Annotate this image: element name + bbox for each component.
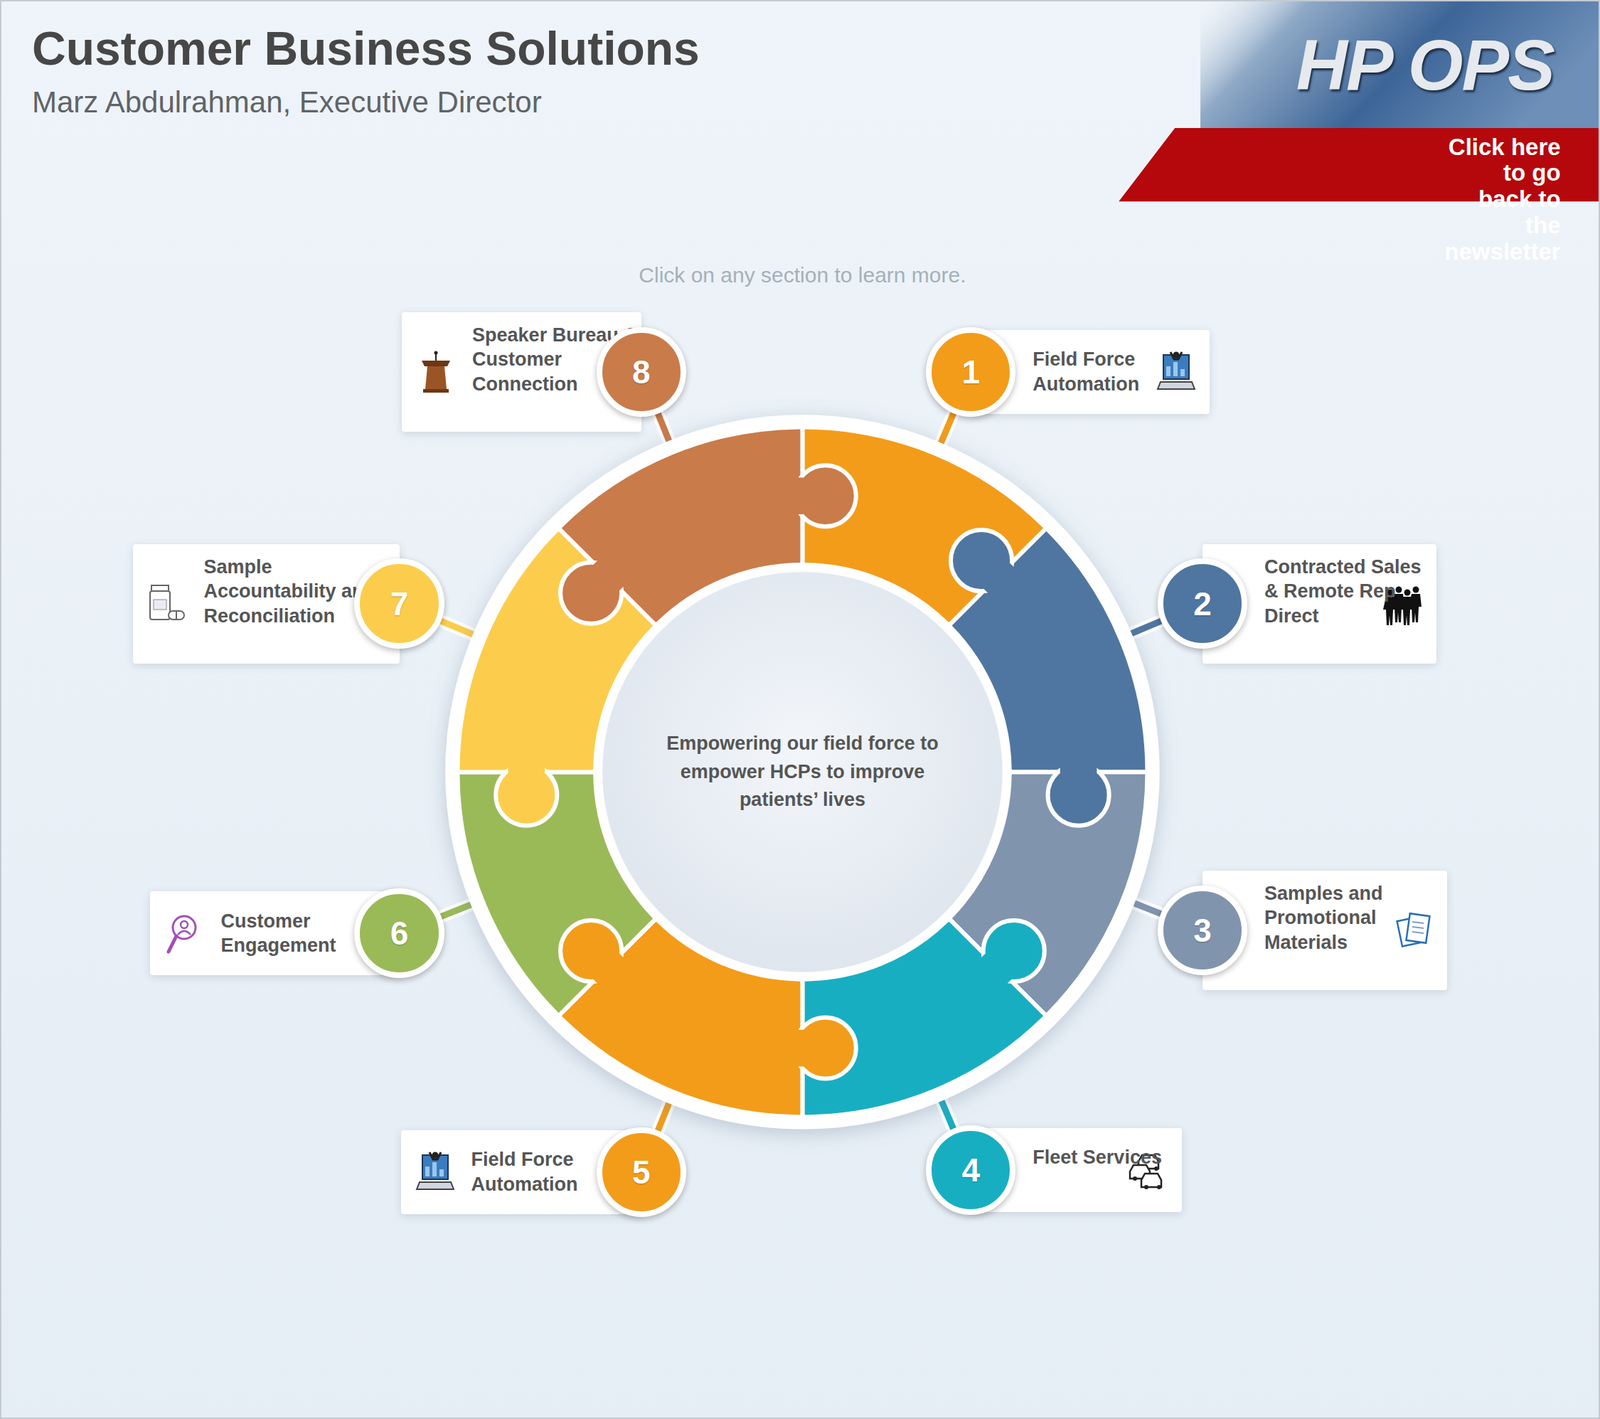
section-title: Field Force Automation [471,1147,605,1197]
callout-number: 4 [961,1150,980,1189]
puzzle-knob [791,1016,856,1079]
callout-number: 2 [1193,584,1212,623]
callout-number: 1 [961,352,980,392]
leader-lines [399,371,1203,1172]
number-circle: 5 [596,1127,687,1217]
puzzle-ring [445,414,1160,1129]
bottle-icon [147,582,187,626]
puzzle-knob [495,760,557,825]
section-title: Customer Engagement [220,908,364,958]
magnifier-icon [164,911,204,955]
number-circle: 1 [925,327,1016,417]
number-circle: 3 [1157,885,1248,975]
number-circle: 8 [596,327,687,417]
logo-text: HP OPS [1296,23,1554,106]
section-title: Samples and Promotional Materials [1264,881,1448,956]
page-title: Customer Business Solutions [32,21,700,76]
puzzle-knob [968,907,1058,997]
callout-number: 6 [390,913,409,953]
podium-icon [416,350,456,394]
docs-icon [1393,908,1433,952]
subtitle: Marz Abdulrahman, Executive Director [32,85,542,120]
section-title: Contracted Sales & Remote Rep Direct [1264,554,1437,629]
ring-well [602,571,1003,973]
number-circle: 2 [1157,558,1248,648]
laptop-icon [415,1150,455,1194]
callout-number: 3 [1193,910,1212,950]
callout-number: 7 [390,584,409,623]
section-title: Fleet Services [1032,1144,1162,1170]
instruction-note: Click on any section to learn more. [638,263,966,288]
center-message: Empowering our field force to empower HC… [652,730,952,814]
puzzle-knob [547,907,637,997]
puzzle-knob [791,465,856,527]
puzzle-knob [937,516,1027,606]
back-link: Click here to go back to the newsletter [1444,134,1561,266]
number-circle: 7 [354,558,444,648]
callout-number: 5 [632,1152,651,1192]
callout-number: 8 [632,352,651,392]
logo-panel [1200,1,1600,129]
ring-rim [445,414,1160,1129]
number-circle: 6 [354,888,444,978]
section-title: Field Force Automation [1032,347,1166,397]
puzzle-knob [547,547,637,637]
laptop-icon [1156,350,1196,394]
puzzle-knob [1048,760,1110,825]
number-circle: 4 [925,1124,1016,1215]
